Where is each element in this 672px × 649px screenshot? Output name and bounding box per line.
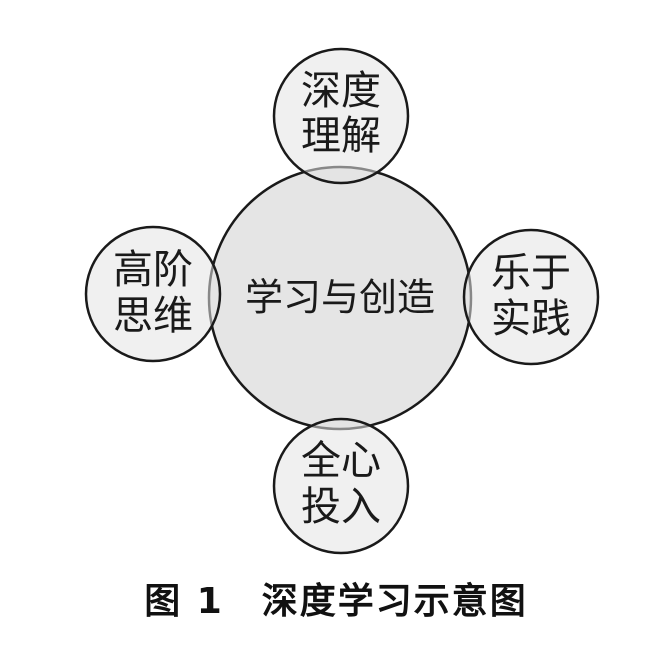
node-right-line2: 实践 bbox=[491, 296, 571, 342]
node-left-line1: 高阶 bbox=[113, 247, 193, 293]
node-right-circle bbox=[462, 228, 600, 366]
node-bottom-line2: 投入 bbox=[301, 484, 381, 530]
node-right: 乐于 实践 bbox=[462, 228, 600, 366]
node-top: 深度 理解 bbox=[272, 47, 410, 185]
node-bottom-line1: 全心 bbox=[301, 438, 381, 484]
node-left-circle bbox=[84, 225, 222, 363]
node-top-circle bbox=[272, 47, 410, 185]
center-label: 学习与创造 bbox=[245, 276, 435, 320]
figure-caption: 图 1 深度学习示意图 bbox=[144, 581, 528, 622]
node-left: 高阶 思维 bbox=[84, 225, 222, 363]
node-top-line2: 理解 bbox=[301, 113, 381, 159]
node-left-line2: 思维 bbox=[113, 293, 193, 339]
node-bottom-circle bbox=[272, 417, 410, 555]
node-right-line1: 乐于 bbox=[491, 250, 571, 296]
node-bottom: 全心 投入 bbox=[272, 417, 410, 555]
node-top-line1: 深度 bbox=[301, 68, 381, 114]
